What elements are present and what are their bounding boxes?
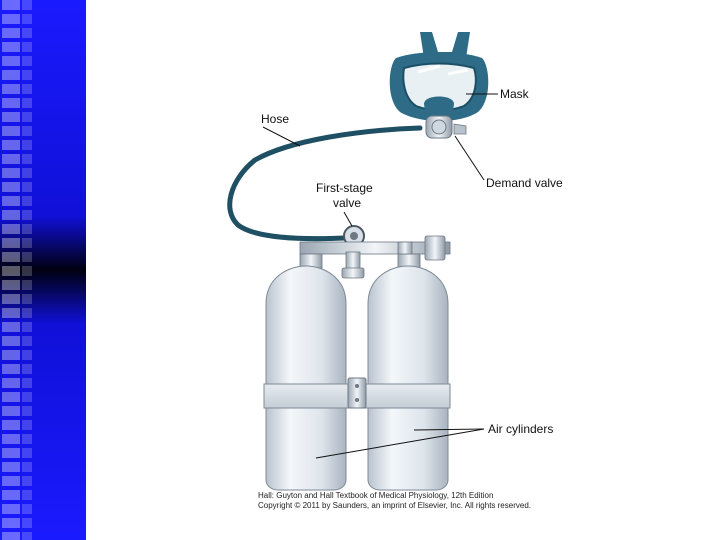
side-bar-pattern [2,0,20,540]
figure-caption: Hall: Guyton and Hall Textbook of Medica… [258,491,531,511]
cylinder-left [265,265,347,491]
mask [389,32,489,121]
label-air-cylinders: Air cylinders [488,422,554,436]
leader-lines [262,93,498,459]
label-first-stage-line1: First-stage [316,181,373,195]
side-bar-pattern-inner [22,0,32,540]
label-first-stage-line2: valve [333,196,362,210]
label-demand-valve: Demand valve [486,176,563,190]
cylinder-band [263,377,451,409]
caption-line-1: Hall: Guyton and Hall Textbook of Medica… [258,491,494,500]
label-mask: Mask [500,87,529,101]
demand-valve [425,115,467,139]
label-hose: Hose [261,112,290,126]
first-stage-valve [299,225,451,279]
caption-line-2: Copyright © 2011 by Saunders, an imprint… [258,501,531,510]
hose [227,125,423,242]
slide-side-bar [0,0,86,540]
cylinder-right [367,265,449,491]
